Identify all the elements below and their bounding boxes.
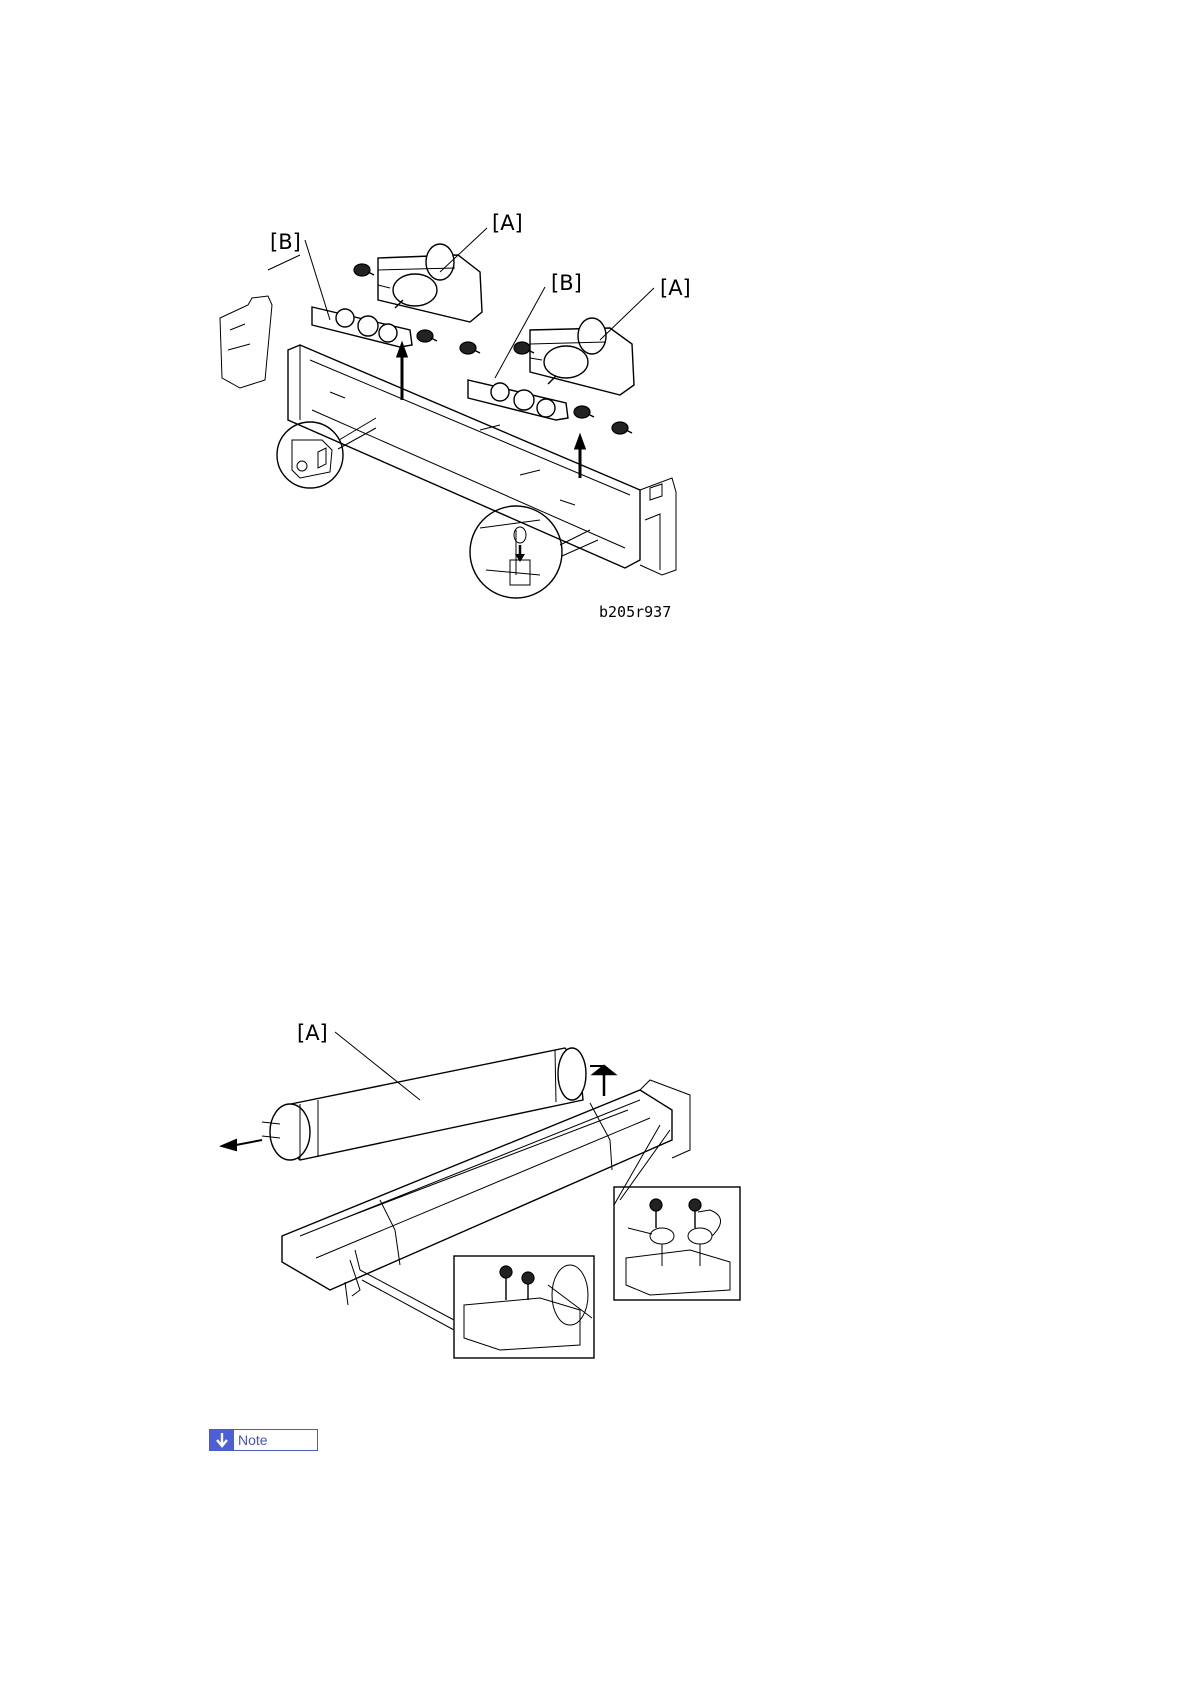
callout-a-roller: [A] [297,1021,328,1045]
down-arrow-icon [210,1430,234,1450]
note-button[interactable]: Note [209,1429,318,1451]
screw-icon [650,1199,701,1228]
note-label: Note [234,1430,268,1450]
screw-icon [500,1266,534,1300]
figure-bottom-roller: [A] [0,0,1190,1400]
